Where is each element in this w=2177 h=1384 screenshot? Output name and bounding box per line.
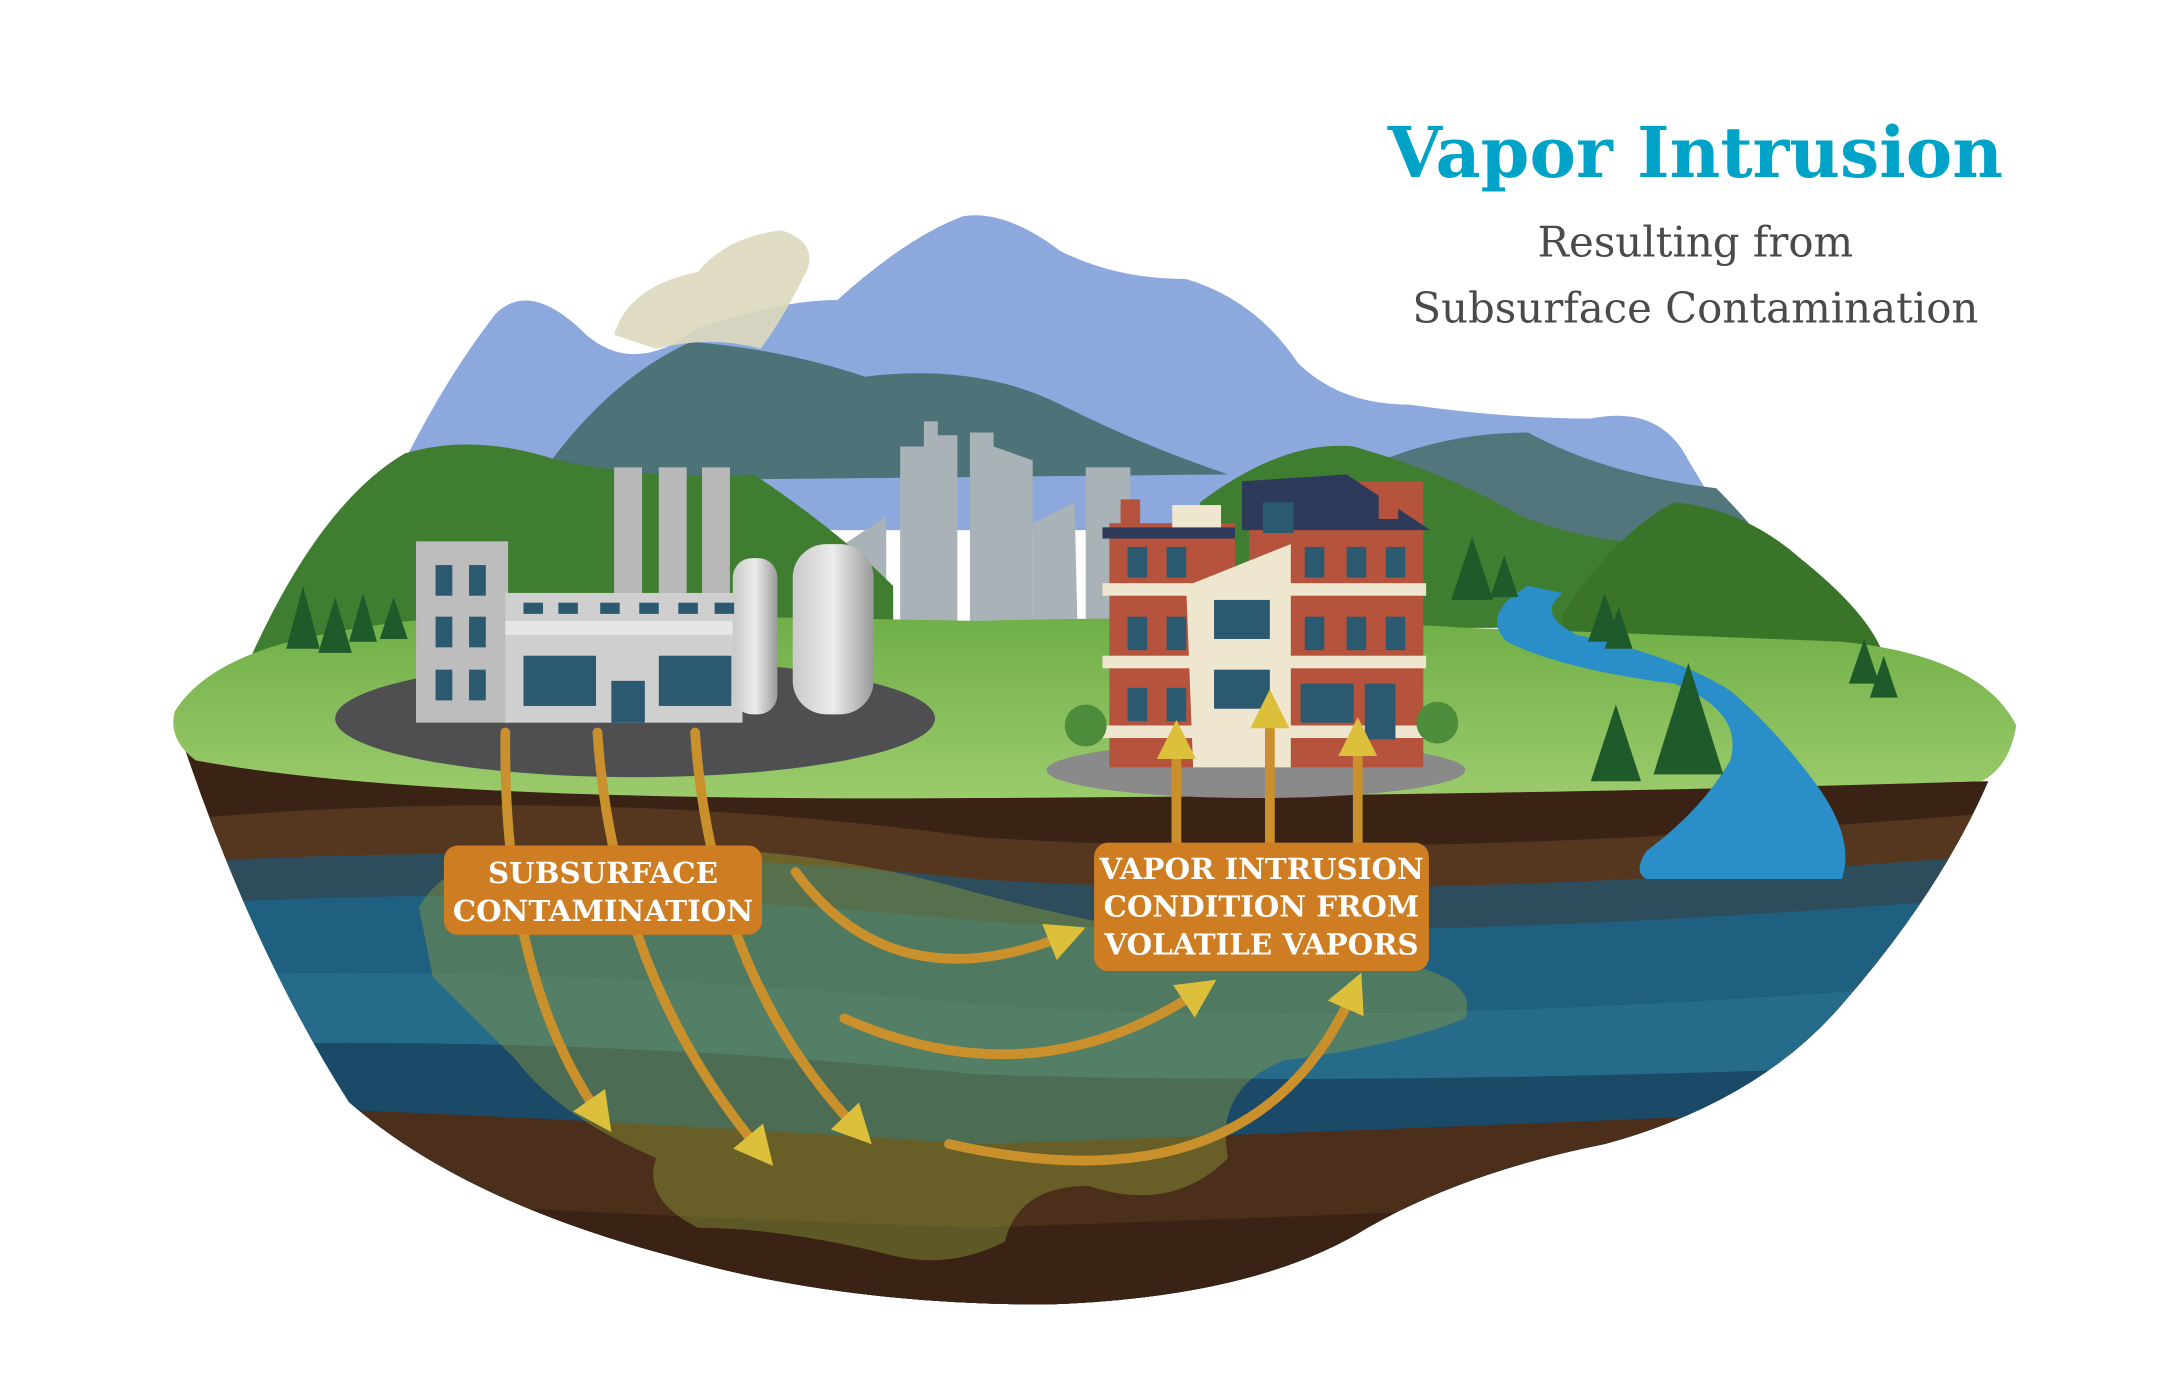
factory — [335, 467, 936, 778]
arrow-down-1 — [500, 727, 612, 1133]
contamination-flow-arrows — [500, 727, 1364, 1166]
diagram-subtitle-line-1: Resulting from — [1538, 218, 1854, 267]
arrow-down-3 — [690, 727, 872, 1145]
label-line: SUBSURFACE — [488, 855, 718, 890]
arrow-lateral-2 — [839, 979, 1217, 1060]
arrow-lateral-1 — [790, 867, 1086, 964]
arrow-lateral-3 — [944, 972, 1364, 1166]
vapor-intrusion-label: VAPOR INTRUSION CONDITION FROM VOLATILE … — [1094, 842, 1429, 972]
river — [1496, 585, 1846, 879]
diagram-title: Vapor Intrusion — [1387, 113, 2003, 194]
arrow-down-2 — [592, 727, 774, 1166]
trees — [286, 537, 1898, 782]
label-line: CONDITION FROM — [1104, 889, 1420, 924]
vapor-rise-arrows — [1156, 689, 1378, 849]
label-line: VOLATILE VAPORS — [1103, 926, 1418, 961]
label-line: CONTAMINATION — [453, 893, 753, 928]
label-line: VAPOR INTRUSION — [1098, 851, 1423, 886]
subsurface-contamination-label: SUBSURFACE CONTAMINATION — [443, 845, 763, 935]
diagram-subtitle-line-2: Subsurface Contamination — [1412, 283, 1978, 332]
